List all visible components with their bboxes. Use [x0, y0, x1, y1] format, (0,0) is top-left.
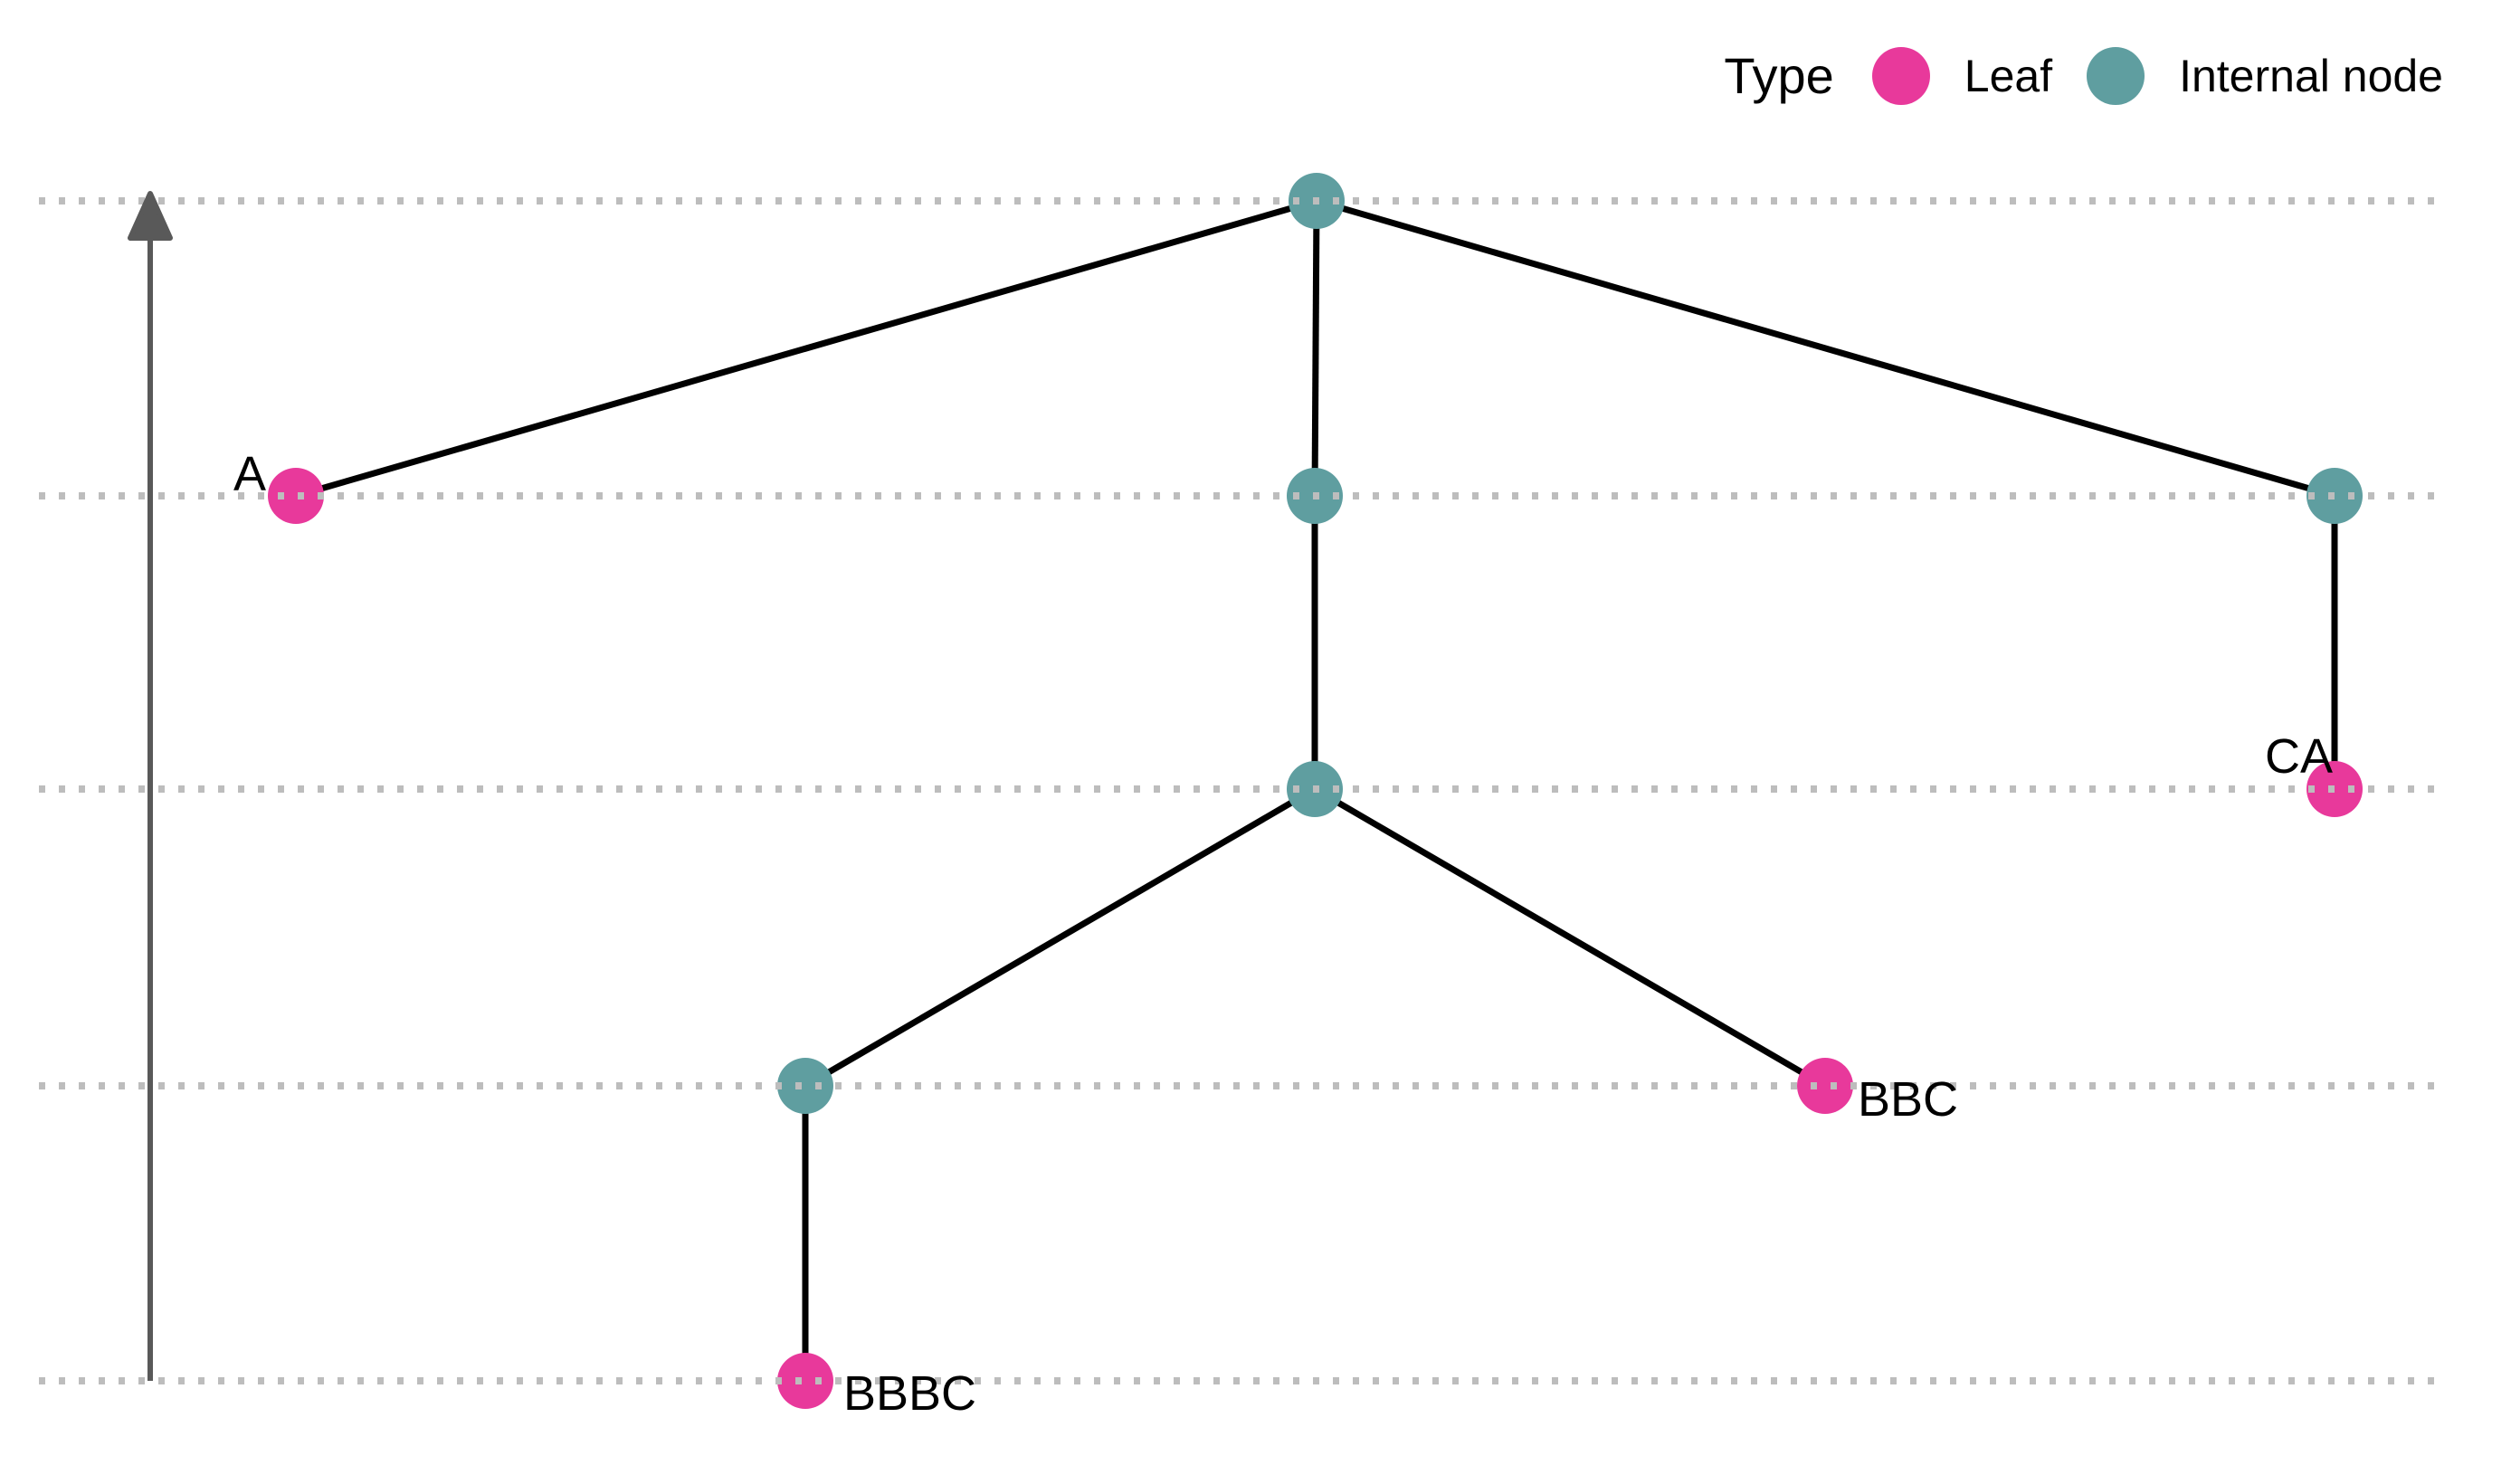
axis-layer — [128, 191, 173, 1381]
tree-edge-root-n2 — [1316, 197, 2335, 499]
internal-node-swatch-icon — [2087, 46, 2145, 105]
tree-edge-root-n1 — [1311, 200, 1320, 497]
leaf-node-BBBC — [777, 1353, 833, 1409]
legend-label-leaf: Leaf — [1964, 50, 2053, 101]
labels-layer: A CA BBC BBBC — [233, 447, 2333, 1421]
leaf-node-A — [268, 468, 324, 524]
node-label-BBC: BBC — [1858, 1072, 1958, 1127]
legend-item-leaf: Leaf — [1871, 46, 2053, 105]
node-label-CA: CA — [2265, 729, 2333, 784]
node-label-A: A — [233, 447, 266, 501]
legend: Type Leaf Internal node — [1724, 46, 2443, 105]
legend-label-internal-node: Internal node — [2179, 50, 2443, 101]
nodes-layer — [268, 173, 2363, 1409]
leaf-swatch-icon — [1871, 46, 1930, 105]
edges-layer — [295, 197, 2338, 1381]
y-axis-arrowhead-icon — [128, 191, 173, 241]
internal-node-n4 — [777, 1058, 833, 1114]
tree-edge-n3-BBC — [1313, 785, 1827, 1089]
node-label-BBBC: BBBC — [843, 1366, 976, 1421]
tree-edge-n3-n4 — [804, 785, 1317, 1089]
gridlines-layer — [39, 197, 2437, 1384]
tree-edge-root-A — [295, 197, 1317, 499]
legend-item-internal-node: Internal node — [2087, 46, 2443, 105]
leaf-node-BBC — [1797, 1058, 1853, 1114]
legend-title: Type — [1724, 47, 1834, 104]
